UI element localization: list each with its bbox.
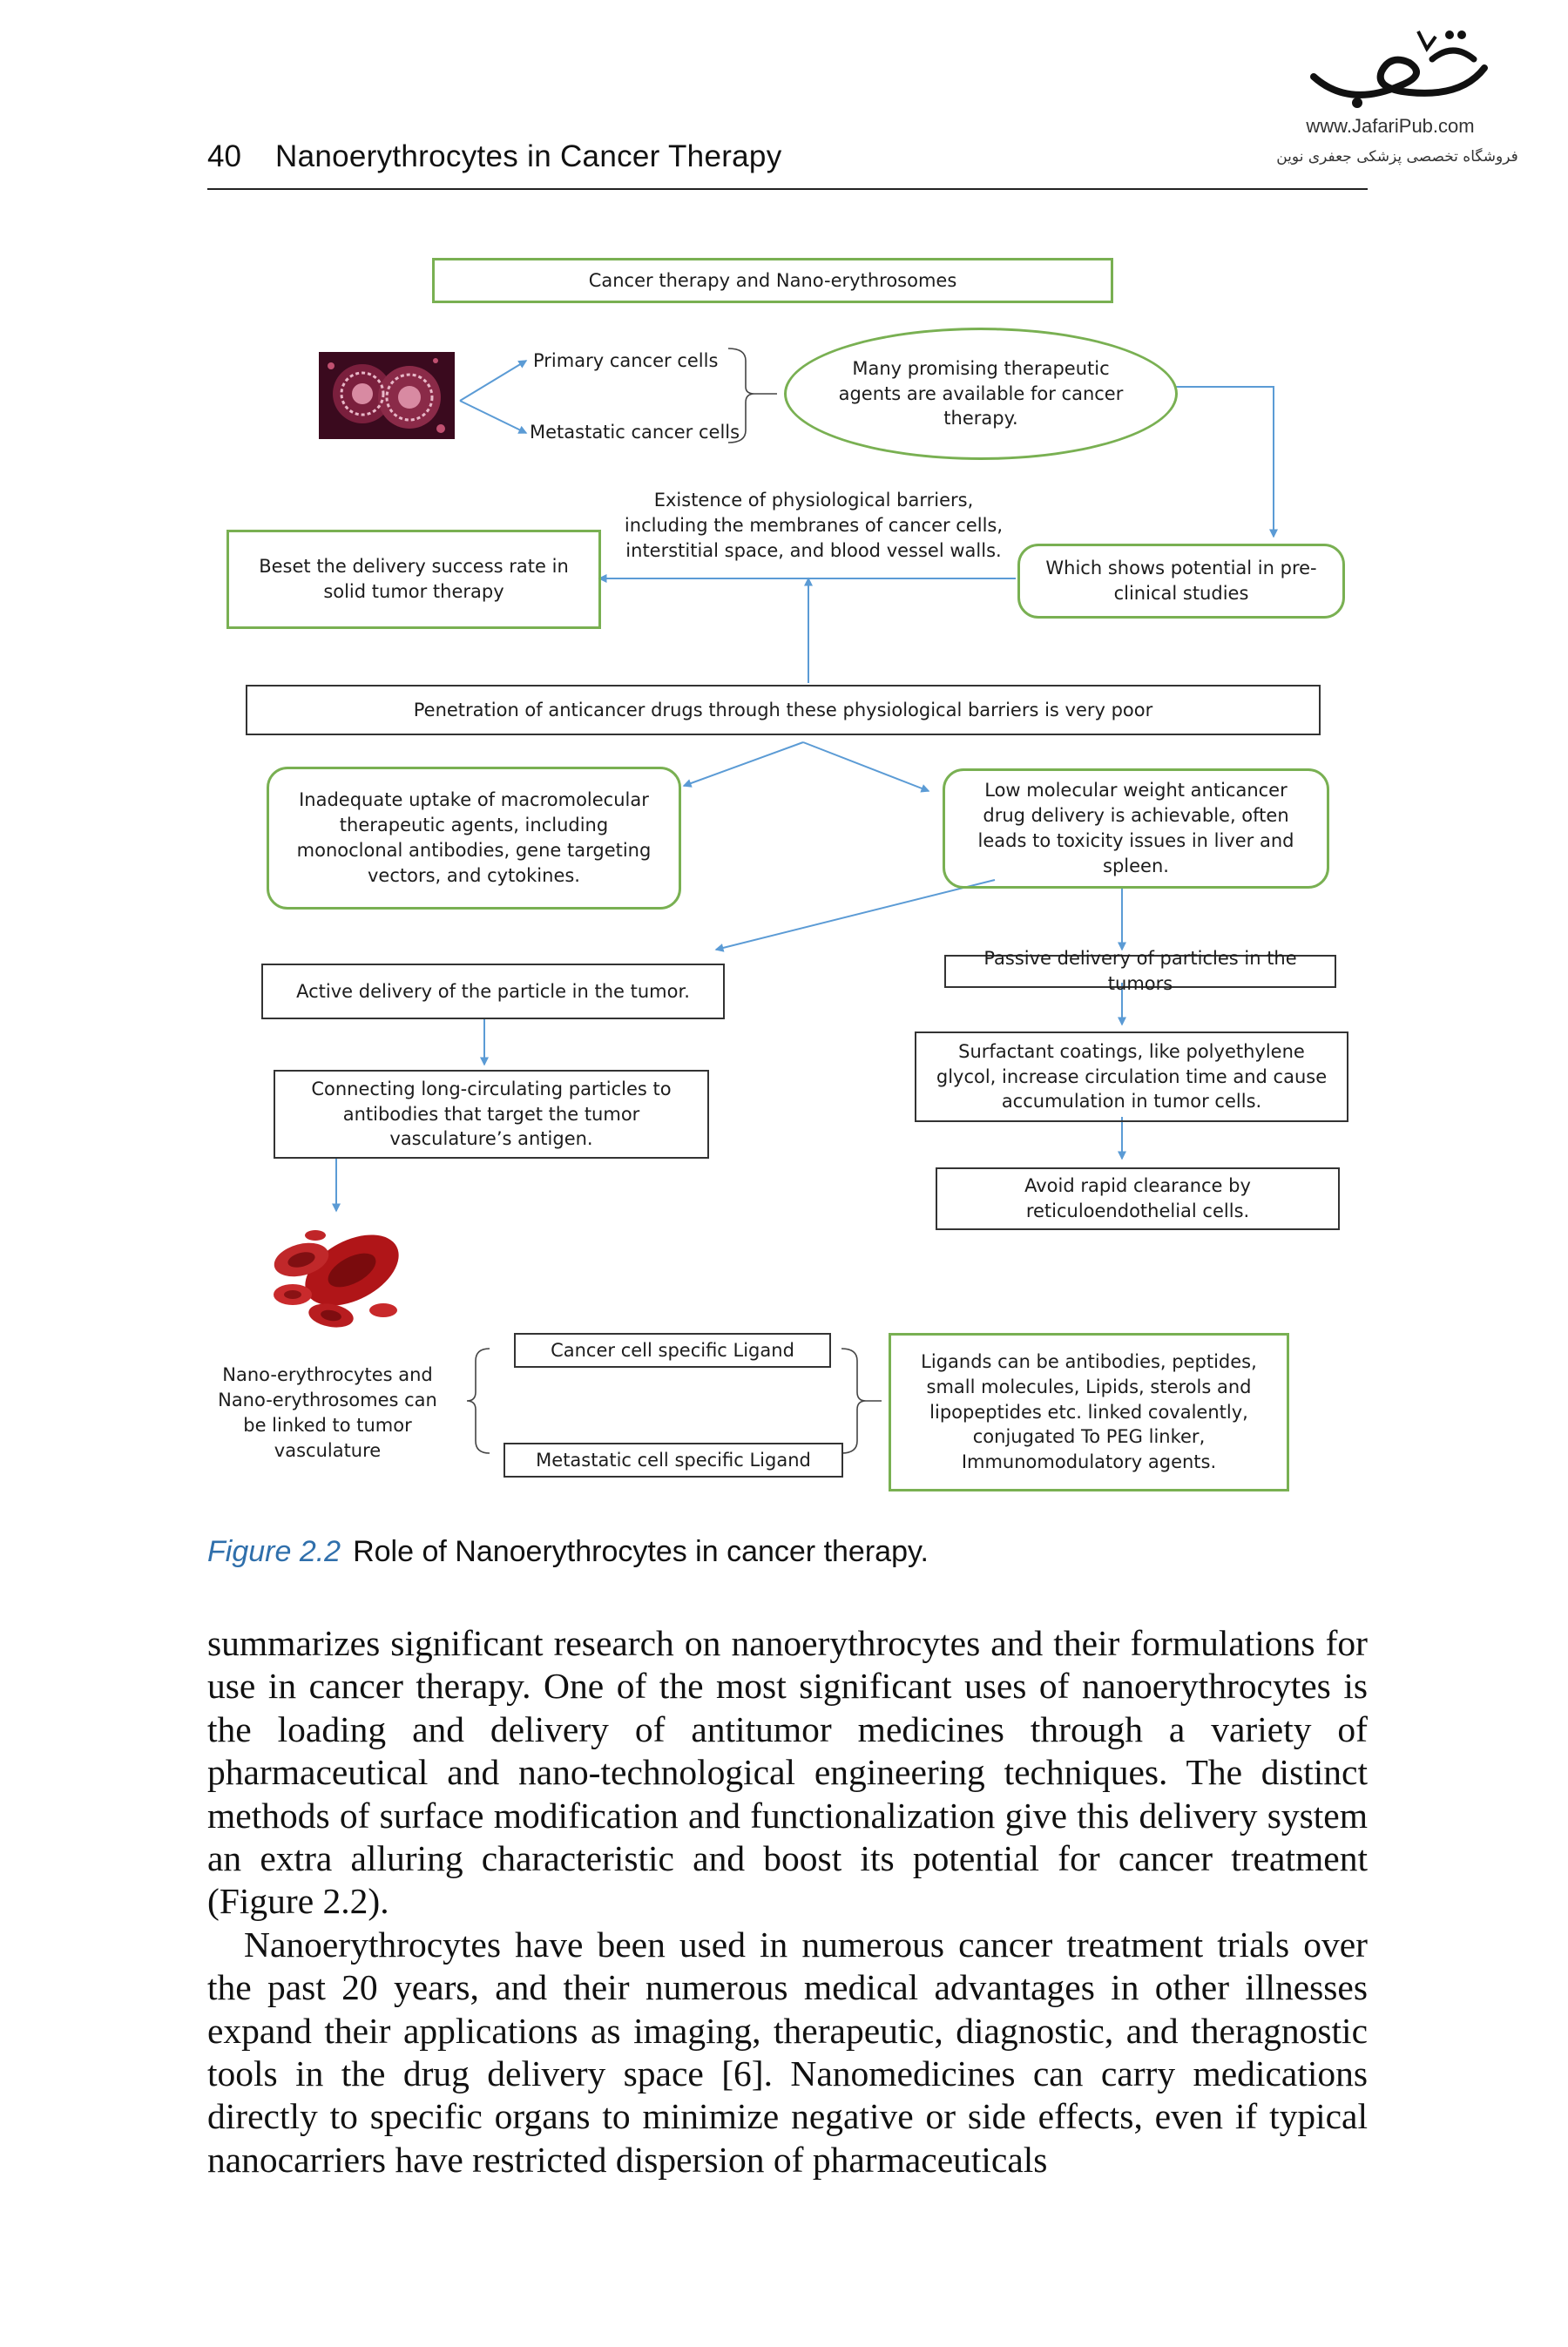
arrow-to-preclinical xyxy=(1174,386,1278,538)
body-text: summarizes significant research on nanoe… xyxy=(207,1622,1368,2181)
promising-agents-oval: Many promising therapeutic agents are av… xyxy=(784,328,1178,460)
arrow-to-active xyxy=(714,879,996,952)
penetration-box: Penetration of anticancer drugs through … xyxy=(246,685,1321,735)
paragraph-2: Nanoerythrocytes have been used in numer… xyxy=(207,1924,1368,2180)
avoid-clearance-box: Avoid rapid clearance by reticuloendothe… xyxy=(936,1167,1340,1230)
bracket-right-ligands xyxy=(841,1348,867,1454)
nano-linked-text: Nano-erythrocytes and Nano-erythrosomes … xyxy=(218,1364,437,1461)
low-molecular-weight-box: Low molecular weight anticancer drug del… xyxy=(943,768,1329,889)
primary-cells-label: Primary cancer cells xyxy=(533,350,719,371)
beset-box: Beset the delivery success rate in solid… xyxy=(226,530,601,629)
ligands-description-box: Ligands can be antibodies, peptides, sma… xyxy=(889,1333,1289,1491)
publisher-logo: www.JafariPub.com فروشگاه تخصصی پزشکی جع… xyxy=(1276,24,1540,172)
metastatic-cells-label: Metastatic cancer cells xyxy=(530,422,740,443)
preclinical-box: Which shows potential in pre-clinical st… xyxy=(1017,544,1345,619)
logo-url: www.JafariPub.com xyxy=(1306,115,1475,137)
inadequate-uptake-box: Inadequate uptake of macromolecular ther… xyxy=(267,767,681,910)
calligraphy-logo-icon xyxy=(1310,30,1488,108)
page-number: 40 xyxy=(207,139,241,173)
logo-tagline: فروشگاه تخصصی پزشکی جعفری نوین xyxy=(1276,148,1518,166)
connecting-particles-box: Connecting long-circulating particles to… xyxy=(274,1070,709,1159)
diagram-title-box: Cancer therapy and Nano-erythrosomes xyxy=(432,258,1113,303)
surfactant-coatings-box: Surfactant coatings, like polyethylene g… xyxy=(915,1031,1348,1122)
red-blood-cells-image xyxy=(274,1230,399,1328)
cancer-cell-image xyxy=(319,352,455,439)
arrow-to-inadequate xyxy=(682,741,804,788)
barriers-text: Existence of physiological barriers, inc… xyxy=(624,490,1004,561)
running-title: Nanoerythrocytes in Cancer Therapy xyxy=(275,139,782,173)
figure-caption: Figure 2.2 Role of Nanoerythrocytes in ca… xyxy=(207,1535,929,1569)
diagram-connectors xyxy=(274,348,1278,1454)
active-delivery-box: Active delivery of the particle in the t… xyxy=(261,964,725,1019)
passive-delivery-box: Passive delivery of particles in the tum… xyxy=(944,948,1336,994)
metastatic-ligand-box: Metastatic cell specific Ligand xyxy=(504,1443,843,1478)
paragraph-1: summarizes significant research on nanoe… xyxy=(207,1623,1368,1922)
figure-caption-text: Role of Nanoerythrocytes in cancer thera… xyxy=(353,1535,929,1568)
cancer-ligand-box: Cancer cell specific Ligand xyxy=(514,1333,831,1368)
arrow-to-primary xyxy=(459,360,528,402)
arrow-to-metastatic xyxy=(459,400,528,434)
arrow-to-low-mw xyxy=(802,741,930,793)
header-rule xyxy=(207,188,1368,190)
figure-label: Figure 2.2 xyxy=(207,1535,341,1568)
figure-diagram: Cancer therapy and Nano-erythrosomes Pri… xyxy=(218,258,1348,1491)
bracket-left-ligands xyxy=(466,1348,490,1454)
